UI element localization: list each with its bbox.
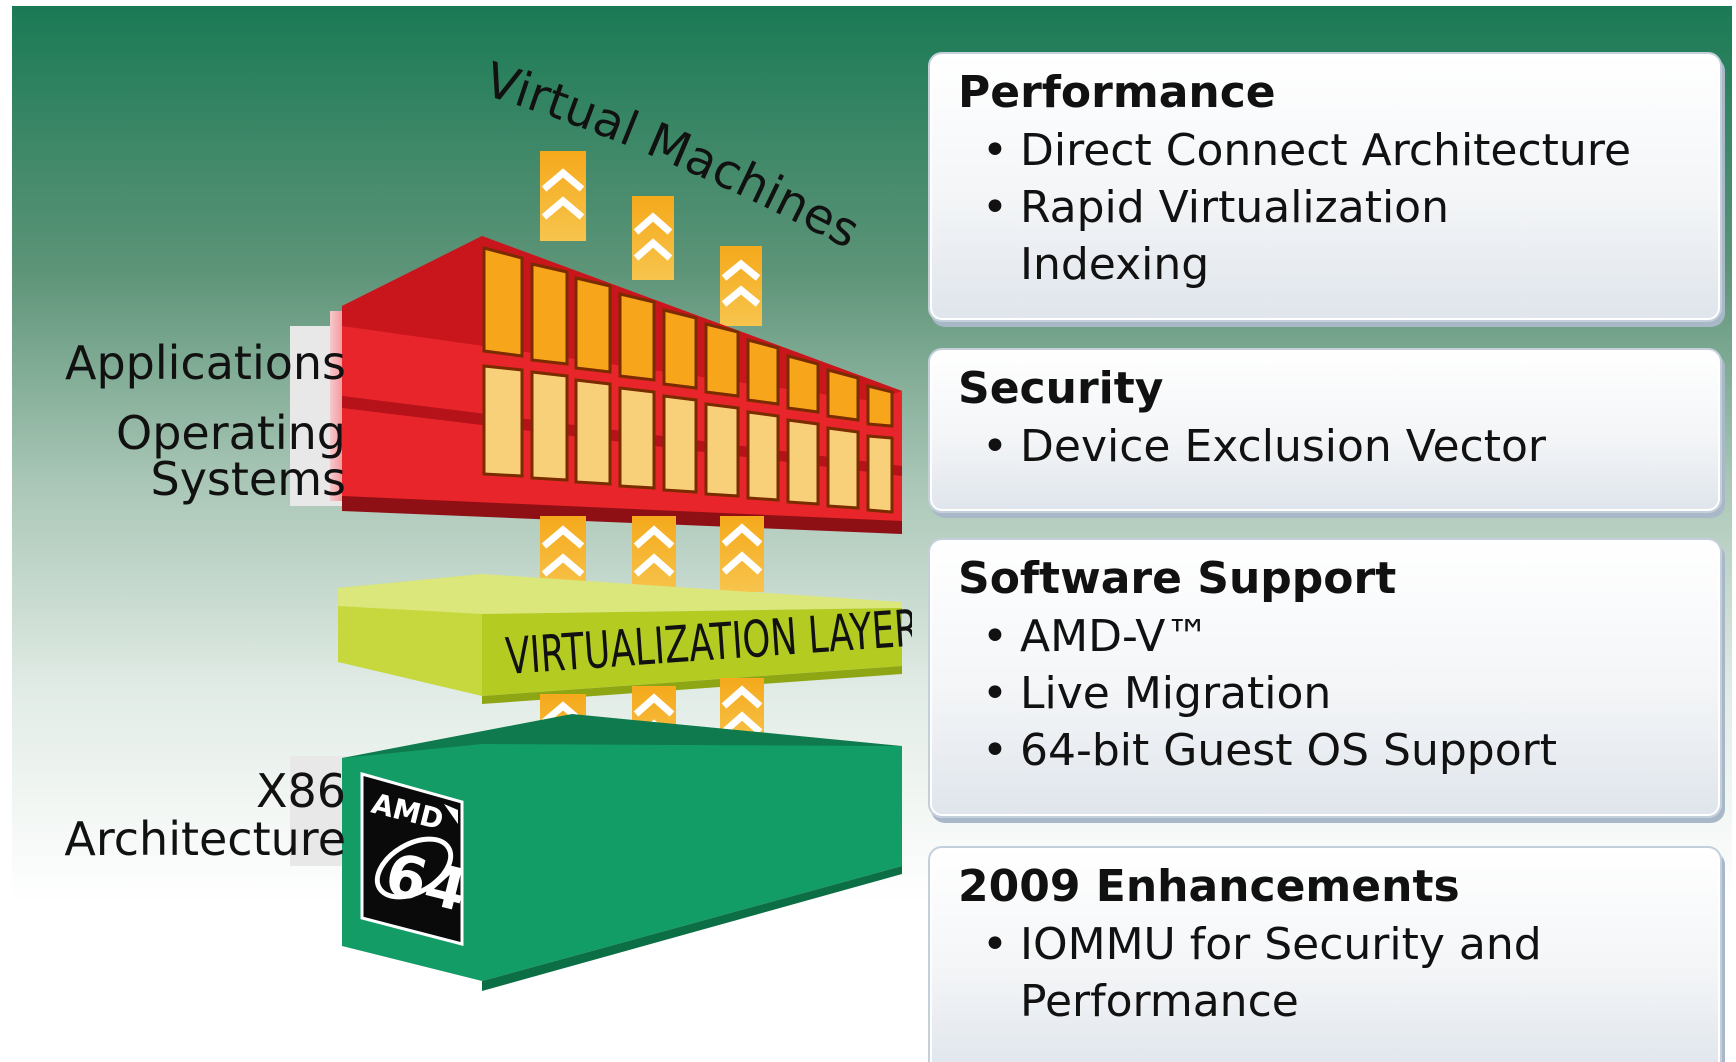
list-item: Live Migration: [958, 665, 1692, 722]
amd64-logo: AMD 64: [360, 772, 473, 946]
list-item: 64-bit Guest OS Support: [958, 722, 1692, 779]
security-panel: Security Device Exclusion Vector: [928, 348, 1722, 513]
enhancements-panel: 2009 Enhancements IOMMU for Security and…: [928, 846, 1722, 1062]
virtualization-diagram: Virtual Machines: [290, 52, 912, 991]
operating-systems-label-line1: Operating: [116, 406, 346, 460]
x86-label-line1: X86: [255, 764, 346, 818]
virtualization-layer: [338, 574, 902, 704]
performance-title: Performance: [958, 67, 1276, 118]
list-item: Direct Connect Architecture: [958, 122, 1692, 179]
x86-label-line2: Architecture: [64, 812, 346, 866]
security-title: Security: [958, 363, 1164, 414]
list-item: Device Exclusion Vector: [958, 418, 1692, 475]
os-windows: [482, 364, 894, 514]
application-windows: [482, 246, 894, 428]
upward-arrows-top: [540, 151, 762, 326]
list-item: Rapid Virtualization Indexing: [958, 179, 1470, 293]
software-support-panel: Software Support AMD-V™ Live Migration 6…: [928, 538, 1722, 818]
list-item: IOMMU for Security and Performance: [958, 916, 1640, 1030]
enhancements-list: IOMMU for Security and Performance: [958, 916, 1692, 1030]
list-item: AMD-V™: [958, 608, 1692, 665]
slide: Virtual Machines: [12, 6, 1732, 1062]
software-support-list: AMD-V™ Live Migration 64-bit Guest OS Su…: [958, 608, 1692, 779]
software-support-title: Software Support: [958, 553, 1397, 604]
enhancements-title: 2009 Enhancements: [958, 861, 1460, 912]
security-list: Device Exclusion Vector: [958, 418, 1692, 475]
performance-panel: Performance Direct Connect Architecture …: [928, 52, 1722, 322]
upward-arrows-middle: [540, 516, 764, 596]
applications-label: Applications: [65, 336, 346, 390]
performance-list: Direct Connect Architecture Rapid Virtua…: [958, 122, 1692, 293]
operating-systems-label-line2: Systems: [150, 452, 347, 506]
